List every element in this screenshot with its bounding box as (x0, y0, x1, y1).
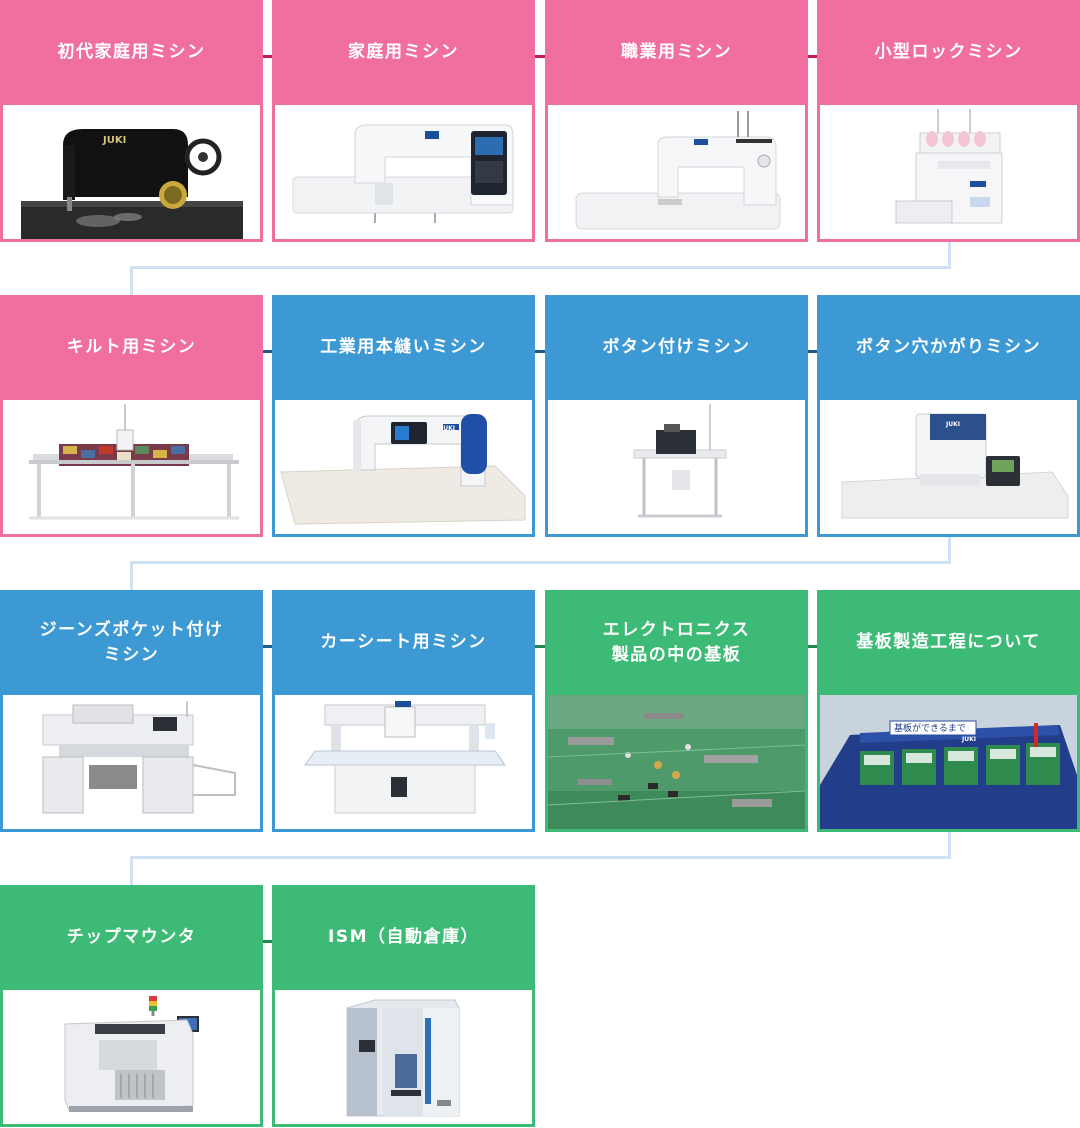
card-header: ボタン付けミシン (545, 295, 808, 400)
card-label: カーシート用ミシン (320, 632, 487, 652)
connector-3-4 (781, 55, 843, 58)
card-first-home-sewing-machine[interactable]: 初代家庭用ミシン JUKI (0, 0, 263, 242)
overlock-machine-image (820, 105, 1077, 239)
panel-logo: JUKI (961, 736, 976, 743)
card-header: 職業用ミシン (545, 0, 808, 105)
flow-line-row3-in (130, 561, 133, 591)
connector-7-8 (781, 350, 843, 353)
card-label: エレクトロニクス 製品の中の基板 (602, 619, 751, 665)
card-header: カーシート用ミシン (272, 590, 535, 695)
card-label: キルト用ミシン (66, 337, 197, 357)
card-header: キルト用ミシン (0, 295, 263, 400)
pcb-process-panel-image: 基板ができるまで JUKI (820, 695, 1077, 829)
home-sewing-machine-image (275, 105, 532, 239)
card-label: ボタン穴かがりミシン (856, 337, 1041, 357)
card-label: ボタン付けミシン (602, 337, 751, 357)
card-jeans-pocket-machine[interactable]: ジーンズポケット付け ミシン (0, 590, 263, 832)
car-seat-machine-image (275, 695, 532, 829)
card-header: 初代家庭用ミシン (0, 0, 263, 105)
card-header: 家庭用ミシン (272, 0, 535, 105)
flow-line-row3-down (948, 832, 951, 859)
card-header: 基板製造工程について (817, 590, 1080, 695)
card-quilting-machine[interactable]: キルト用ミシン (0, 295, 263, 537)
card-header: ISM（自動倉庫） (272, 885, 535, 990)
connector-11-12 (781, 645, 843, 648)
card-home-sewing-machine[interactable]: 家庭用ミシン (272, 0, 535, 242)
quilting-machine-image (3, 400, 260, 534)
flow-line-row2-in (130, 266, 133, 296)
card-header: 小型ロックミシン (817, 0, 1080, 105)
card-label: ジーンズポケット付け ミシン (39, 619, 224, 665)
card-label: ISM（自動倉庫） (328, 927, 479, 947)
flow-line-row4-in (130, 856, 133, 886)
card-ism-automated-warehouse[interactable]: ISM（自動倉庫） (272, 885, 535, 1127)
flow-line-row2-down (948, 537, 951, 564)
card-header: チップマウンタ (0, 885, 263, 990)
button-sewing-machine-image (548, 400, 805, 534)
card-button-sewing-machine[interactable]: ボタン付けミシン (545, 295, 808, 537)
jeans-pocket-machine-image (3, 695, 260, 829)
industrial-machine-logo: JUKI (440, 425, 455, 432)
vintage-machine-logo: JUKI (102, 135, 126, 146)
connector-13-14 (235, 940, 297, 943)
card-small-overlock-machine[interactable]: 小型ロックミシン (817, 0, 1080, 242)
circuit-board-image (548, 695, 805, 829)
card-label: 小型ロックミシン (874, 42, 1023, 62)
flow-line-row2-across (130, 561, 951, 564)
card-professional-sewing-machine[interactable]: 職業用ミシン (545, 0, 808, 242)
vintage-sewing-machine-image: JUKI (3, 105, 260, 239)
card-header: ボタン穴かがりミシン (817, 295, 1080, 400)
panel-title-text: 基板ができるまで (894, 722, 966, 734)
card-label: 家庭用ミシン (348, 42, 459, 62)
card-electronics-pcb[interactable]: エレクトロニクス 製品の中の基板 (545, 590, 808, 832)
connector-10-11 (509, 645, 571, 648)
card-label: 職業用ミシン (621, 42, 732, 62)
flow-line-row1-across (130, 266, 951, 269)
card-car-seat-machine[interactable]: カーシート用ミシン (272, 590, 535, 832)
automated-warehouse-image (275, 990, 532, 1124)
connector-9-10 (235, 645, 297, 648)
card-header: エレクトロニクス 製品の中の基板 (545, 590, 808, 695)
card-chip-mounter[interactable]: チップマウンタ (0, 885, 263, 1127)
card-pcb-manufacturing[interactable]: 基板製造工程について 基板ができるまで JUKI (817, 590, 1080, 832)
card-buttonhole-machine[interactable]: ボタン穴かがりミシン JUKI (817, 295, 1080, 537)
professional-sewing-machine-image (548, 105, 805, 239)
card-label: 初代家庭用ミシン (57, 42, 206, 62)
card-header: 工業用本縫いミシン (272, 295, 535, 400)
industrial-lockstitch-image: JUKI (275, 400, 532, 534)
card-label: チップマウンタ (66, 927, 197, 947)
chip-mounter-image (3, 990, 260, 1124)
connector-6-7 (509, 350, 571, 353)
flow-line-row3-across (130, 856, 951, 859)
card-industrial-lockstitch-machine[interactable]: 工業用本縫いミシン JUKI (272, 295, 535, 537)
card-label: 工業用本縫いミシン (320, 337, 487, 357)
card-header: ジーンズポケット付け ミシン (0, 590, 263, 695)
buttonhole-machine-logo: JUKI (945, 421, 960, 428)
card-label: 基板製造工程について (856, 632, 1041, 652)
buttonhole-machine-image: JUKI (820, 400, 1077, 534)
flow-line-row1-down (948, 242, 951, 269)
connector-5-6 (235, 350, 297, 353)
connector-2-3 (509, 55, 571, 58)
connector-1-2 (235, 55, 297, 58)
